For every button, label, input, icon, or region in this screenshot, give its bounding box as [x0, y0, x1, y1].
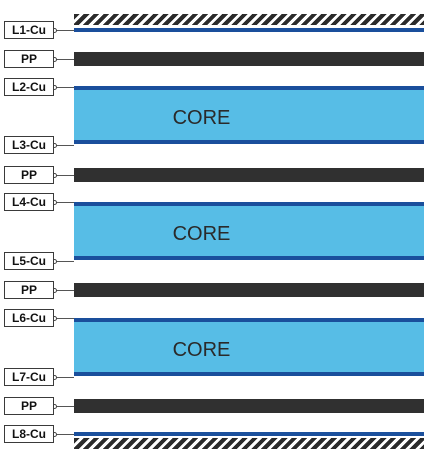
l3-copper-layer	[74, 140, 424, 144]
core3-label: CORE	[172, 339, 231, 361]
pp4-leader-line	[54, 406, 74, 407]
l8-label: L8-Cu	[4, 425, 54, 443]
prepreg-layer-3	[74, 283, 424, 297]
l6-copper-layer	[74, 318, 424, 322]
l3-label: L3-Cu	[4, 136, 54, 154]
l7-label: L7-Cu	[4, 368, 54, 386]
pp1-label: PP	[4, 50, 54, 68]
l1-solder-mask-hatch	[74, 14, 424, 25]
core-layer-2	[74, 206, 424, 256]
core-layer-1	[74, 90, 424, 140]
l4-copper-layer	[74, 202, 424, 206]
pp4-label: PP	[4, 397, 54, 415]
l3-leader-line	[54, 145, 74, 146]
core-layer-3	[74, 322, 424, 372]
prepreg-layer-1	[74, 52, 424, 66]
core2-label: CORE	[172, 223, 231, 245]
l1-label: L1-Cu	[4, 21, 54, 39]
l2-leader-line	[54, 87, 74, 88]
l2-copper-layer	[74, 86, 424, 90]
pp2-label: PP	[4, 166, 54, 184]
l8-leader-line	[54, 434, 74, 435]
l6-label: L6-Cu	[4, 309, 54, 327]
pp3-leader-line	[54, 290, 74, 291]
pp1-leader-line	[54, 59, 74, 60]
l8-solder-mask-hatch	[74, 438, 424, 449]
core1-label: CORE	[172, 107, 231, 129]
l1-copper-layer	[74, 28, 424, 32]
pp3-label: PP	[4, 281, 54, 299]
l4-label: L4-Cu	[4, 193, 54, 211]
l6-leader-line	[54, 318, 74, 319]
pp2-leader-line	[54, 175, 74, 176]
l5-copper-layer	[74, 256, 424, 260]
l7-leader-line	[54, 377, 74, 378]
prepreg-layer-2	[74, 168, 424, 182]
l5-label: L5-Cu	[4, 252, 54, 270]
l1-leader-line	[54, 30, 74, 31]
l5-leader-line	[54, 261, 74, 262]
l7-copper-layer	[74, 372, 424, 376]
l8-copper-layer	[74, 432, 424, 436]
prepreg-layer-4	[74, 399, 424, 413]
l4-leader-line	[54, 202, 74, 203]
l2-label: L2-Cu	[4, 78, 54, 96]
